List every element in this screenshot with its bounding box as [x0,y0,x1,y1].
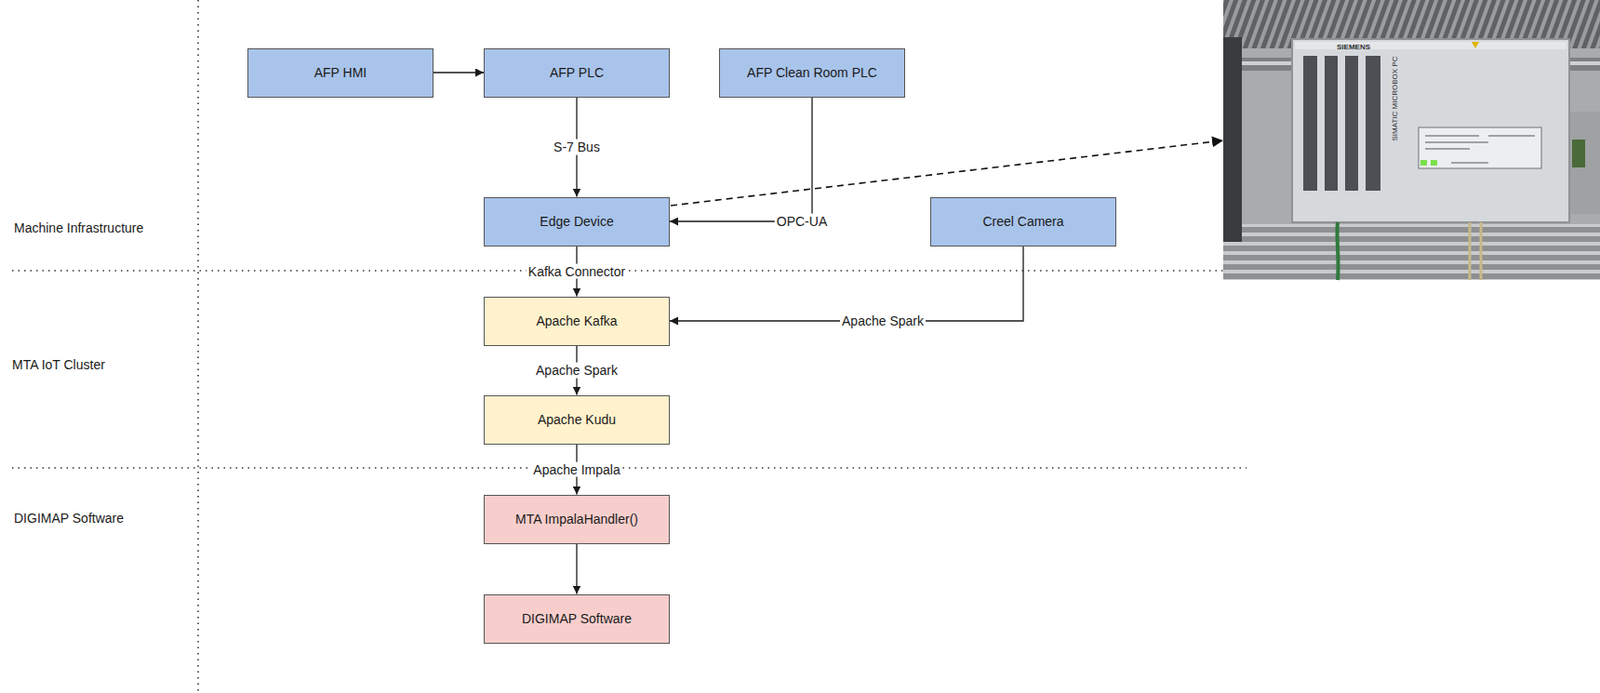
device-photo [1223,0,1600,280]
divider-line [12,466,1247,469]
box-label: Apache Kafka [535,313,617,330]
flow-arrow [669,97,813,223]
box-label: MTA ImpalaHandler() [515,511,639,528]
process-box: DIGIMAP Software [483,594,670,644]
flow-arrow [575,544,577,595]
process-box: AFP Clean Room PLC [719,48,906,98]
process-box: Apache Kafka [483,296,670,347]
box-label: Apache Kudu [537,412,616,428]
connector-label: Apache Spark [840,313,926,330]
box-label: AFP Clean Room PLC [746,65,878,81]
connector-label: S-7 Bus [551,139,602,156]
box-label: AFP HMI [314,65,368,81]
leader-arrow [670,140,1224,206]
divider-line [197,0,200,693]
flow-arrow [669,246,1024,322]
section-label: Machine Infrastructure [13,220,144,237]
process-box: AFP HMI [247,48,434,98]
device-marking: SIEMENS [1336,42,1371,53]
box-label: Creel Camera [982,213,1064,230]
process-box: Creel Camera [930,197,1117,247]
process-box: MTA ImpalaHandler() [483,494,670,545]
connector-label: Apache Impala [531,461,622,478]
box-label: AFP PLC [549,65,604,81]
connector-label: Kafka Connector [526,263,627,280]
process-box: Apache Kudu [483,395,670,445]
section-label: MTA IoT Cluster [12,357,106,374]
section-label: DIGIMAP Software [13,510,124,527]
device-marking: SIMATIC MICROBOX PC [1390,56,1400,142]
box-label: DIGIMAP Software [521,611,632,627]
connector-label: OPC-UA [774,213,829,230]
process-box: Edge Device [483,197,670,247]
process-box: AFP PLC [483,48,670,98]
box-label: Edge Device [539,213,614,230]
flow-arrow [433,71,484,73]
connector-label: Apache Spark [533,362,620,379]
